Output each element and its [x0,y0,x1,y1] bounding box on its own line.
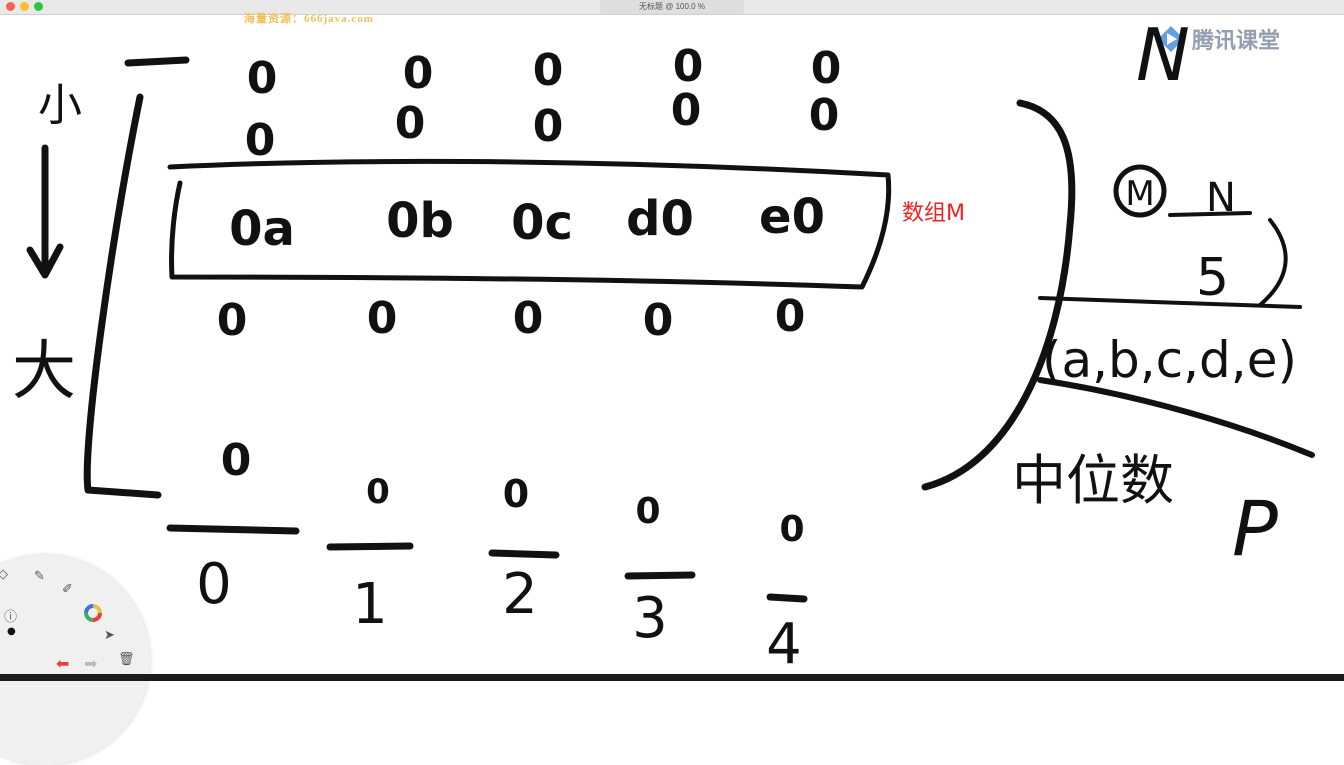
matrix-cell: 0 [809,90,840,141]
close-window-button[interactable] [6,2,15,11]
watermark-text: 海量资源：666java.com [244,13,374,25]
fraction-left: M [1125,174,1154,214]
brand-name: 腾讯课堂 [1192,29,1281,54]
median-variable: P [1232,484,1278,573]
fraction-denominator: 5 [1196,248,1229,308]
pen-icon[interactable]: ✎ [34,569,45,584]
matrix-cell: 0b [386,193,454,249]
column-line-0 [166,524,300,535]
fraction-numerator: N [1206,175,1236,221]
matrix-cell: 0 [513,293,544,344]
pointer-icon[interactable]: ➤ [104,628,115,643]
fraction-circle [1113,164,1167,218]
row-highlight-box [167,158,892,290]
whiteboard-canvas[interactable]: 0 0 0 0 0 0 0 0 0 0 0a 0b 0c d0 e0 0 0 0… [0,15,1344,675]
brush-size-dot[interactable]: ● [7,626,16,637]
matrix-cell: 0 [221,435,252,486]
matrix-cell: 0 [247,53,278,104]
matrix-cell: 0 [217,295,248,346]
matrix-cell: 0 [533,45,564,96]
bottom-edge [0,674,1344,681]
column-index: 2 [502,562,538,627]
dash-stroke [124,56,190,67]
matrix-cell: 0c [511,195,573,251]
matrix-cell: d0 [626,191,694,247]
matrix-cell: e0 [759,189,825,245]
matrix-cell: 0 [533,101,564,152]
undo-icon[interactable]: ⬅ [56,654,70,673]
matrix-cell: 0 [673,41,704,92]
matrix-cell: 0 [775,291,806,342]
note-underline [1038,296,1302,309]
column-index: 3 [632,586,668,651]
trash-icon[interactable]: 🗑 [118,652,135,667]
side-label-top: 小 [38,80,82,131]
matrix-cell: 0 [403,48,434,99]
matrix-cell: 0a [229,201,295,257]
fraction-bar [1168,211,1252,217]
column-line-2 [488,549,560,559]
matrix-cell: 0 [635,491,660,532]
matrix-cell: 0 [811,43,842,94]
brand-logo: 腾讯课堂 [1156,24,1280,54]
window-title: 无标题 @ 100.0 % [600,0,744,14]
column-index: 1 [352,572,388,637]
minimize-window-button[interactable] [20,2,29,11]
redo-icon[interactable]: ➡ [84,654,98,673]
matrix-cell: 0 [367,293,398,344]
left-bracket [83,93,162,499]
zoom-window-button[interactable] [34,2,43,11]
array-label: 数组M [902,201,965,226]
matrix-cell: 0 [245,115,276,166]
play-icon [1158,26,1184,52]
median-label: 中位数 [1012,449,1174,512]
matrix-cell: 0 [395,98,426,149]
eraser-icon[interactable]: ◇ [0,567,8,582]
note-set: (a,b,c,d,e) [1042,331,1297,389]
matrix-cell: 0 [643,295,674,346]
note-slash [1037,377,1315,458]
side-label-bottom: 大 [12,335,76,409]
column-index: 0 [196,552,232,617]
column-line-4 [766,593,808,603]
top-letter: N [1136,15,1190,97]
fraction-paren [1258,218,1288,307]
matrix-cell: 0 [366,472,390,512]
highlighter-icon[interactable]: ✐ [62,582,73,597]
info-icon[interactable]: ⓘ [4,610,18,625]
column-line-3 [624,571,696,580]
column-index: 4 [766,612,802,675]
color-wheel-icon[interactable] [84,604,102,622]
right-bracket [921,99,1076,491]
window-titlebar: 无标题 @ 100.0 % [0,0,1344,15]
down-arrow-head [26,243,64,279]
matrix-cell: 0 [671,85,702,136]
matrix-cell: 0 [779,509,804,550]
column-line-1 [326,542,414,551]
matrix-cell: 0 [503,472,529,516]
